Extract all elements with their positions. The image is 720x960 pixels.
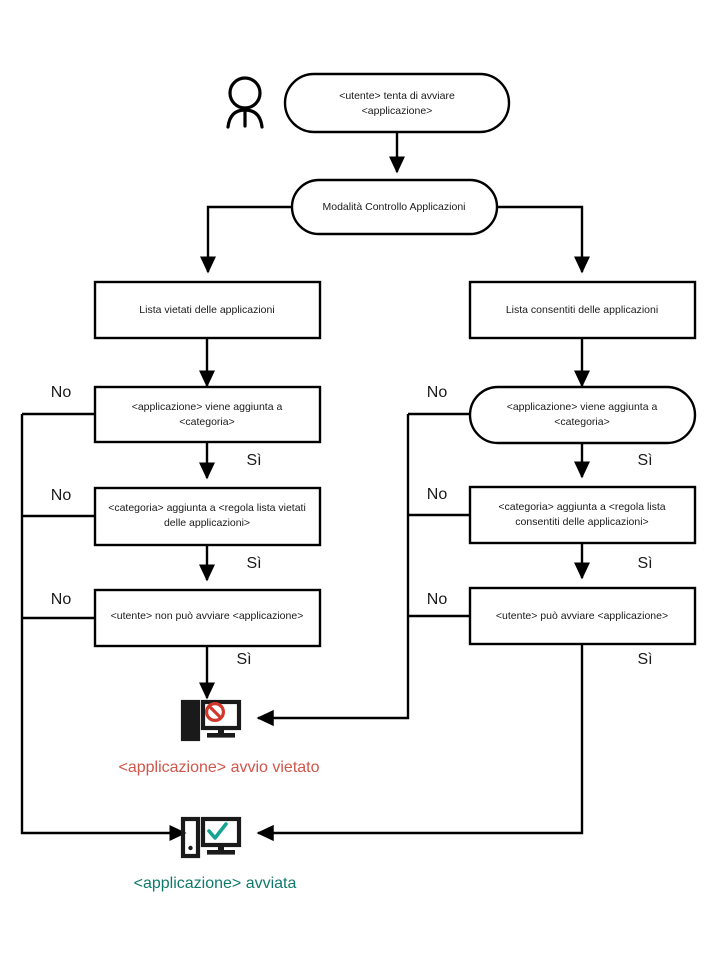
- edge-label-deny-yes-2: Sì: [246, 555, 261, 572]
- node-deny-user-line1: <utente> non può avviare <applicazione>: [111, 610, 304, 622]
- node-allow-rule: <categoria> aggiunta a <regola lista con…: [468, 485, 697, 545]
- node-denylist: Lista vietati delle applicazioni: [93, 280, 322, 340]
- edge-label-deny-no-1: No: [51, 384, 72, 401]
- edge-label-deny-yes-1: Sì: [246, 452, 261, 469]
- node-allow-category-line1: <applicazione> viene aggiunta a: [507, 401, 658, 413]
- node-allow-rule-line1: <categoria> aggiunta a <regola lista: [498, 501, 665, 513]
- edge-mode-to-denylist: [199, 205, 292, 274]
- node-start-line1: <utente> tenta di avviare: [339, 90, 455, 102]
- node-allow-category-line2: <categoria>: [554, 416, 609, 428]
- caption-started: <applicazione> avviata: [134, 875, 297, 892]
- node-allow-user: <utente> può avviare <applicazione>: [468, 586, 697, 646]
- node-deny-rule-line2: delle applicazioni>: [164, 517, 250, 529]
- edge-mode-to-allowlist: [497, 205, 591, 274]
- edge-label-allow-no-3: No: [427, 591, 448, 608]
- caption-blocked: <applicazione> avvio vietato: [118, 759, 319, 776]
- node-mode-line1: Modalità Controllo Applicazioni: [323, 201, 466, 213]
- computer-allowed-icon: [180, 816, 242, 859]
- node-allow-rule-line2: consentiti delle applicazioni>: [515, 516, 648, 528]
- edge-allow-yes-3: [256, 644, 584, 842]
- node-start-line2: <applicazione>: [362, 105, 433, 117]
- node-allow-category: <applicazione> viene aggiunta a <categor…: [468, 385, 697, 445]
- node-allowlist: Lista consentiti delle applicazioni: [468, 280, 697, 340]
- edge-label-allow-yes-2: Sì: [637, 555, 652, 572]
- edge-allow-no-rail: [256, 414, 410, 727]
- edge-label-allow-no-1: No: [427, 384, 448, 401]
- edge-deny-no-rail: [20, 414, 187, 842]
- node-allowlist-line1: Lista consentiti delle applicazioni: [506, 304, 658, 316]
- node-deny-category: <applicazione> viene aggiunta a <categor…: [93, 385, 322, 444]
- edge-label-allow-yes-1: Sì: [637, 452, 652, 469]
- node-start: <utente> tenta di avviare <applicazione>: [283, 72, 511, 134]
- node-deny-user: <utente> non può avviare <applicazione>: [93, 588, 322, 648]
- person-icon: [226, 76, 264, 129]
- node-deny-rule-line1: <categoria> aggiunta a <regola lista vie…: [108, 502, 306, 514]
- edge-label-deny-yes-3: Sì: [236, 651, 251, 668]
- node-allow-user-line1: <utente> può avviare <applicazione>: [496, 610, 668, 622]
- node-deny-category-line1: <applicazione> viene aggiunta a: [132, 401, 283, 413]
- edge-label-allow-no-2: No: [427, 486, 448, 503]
- node-deny-category-line2: <categoria>: [179, 416, 234, 428]
- node-deny-rule: <categoria> aggiunta a <regola lista vie…: [93, 486, 322, 547]
- edge-label-deny-no-2: No: [51, 487, 72, 504]
- node-mode: Modalità Controllo Applicazioni: [290, 178, 499, 236]
- computer-blocked-icon: [180, 699, 242, 742]
- edge-label-deny-no-3: No: [51, 591, 72, 608]
- edge-label-allow-yes-3: Sì: [637, 651, 652, 668]
- node-denylist-line1: Lista vietati delle applicazioni: [139, 304, 274, 316]
